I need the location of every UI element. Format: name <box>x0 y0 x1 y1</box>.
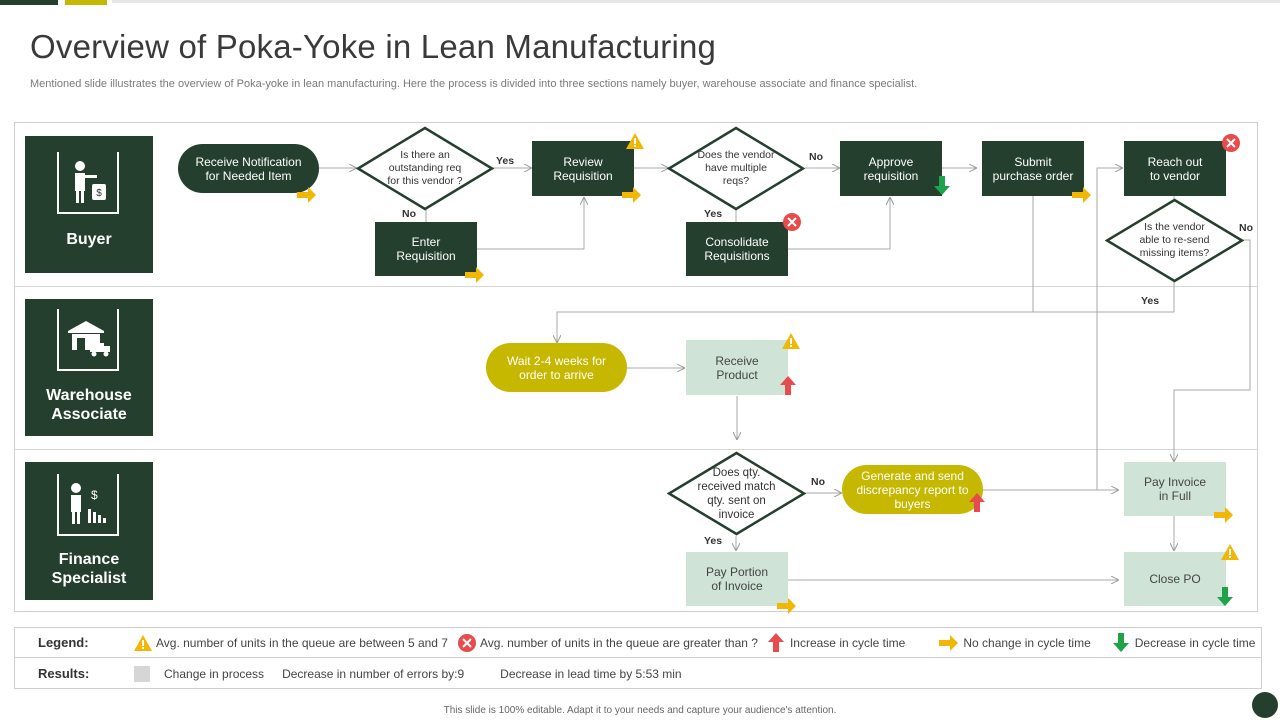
node-receive-notification: Receive Notification for Needed Item <box>178 144 319 193</box>
decision-resend-text: Is the vendor able to re-send missing it… <box>1139 221 1210 259</box>
edge-label-no: No <box>811 476 825 488</box>
warehouse-truck-icon <box>57 309 119 371</box>
legend-box <box>14 627 1262 689</box>
decision-qty-match: Does qty. received match qty. sent on in… <box>667 451 806 536</box>
legend-text: Avg. number of units in the queue are gr… <box>479 635 758 650</box>
top-accent-olive <box>65 0 107 5</box>
up-arrow-icon <box>969 493 985 512</box>
legend-divider <box>14 657 1262 658</box>
top-accent-line <box>112 0 1280 3</box>
edge-label-yes: Yes <box>1141 295 1160 307</box>
node-receive-product: Receive Product <box>686 340 788 395</box>
node-close-po: Close PO <box>1124 552 1226 606</box>
decision-qty-match-text: Does qty. received match qty. sent on in… <box>697 467 776 521</box>
down-arrow-icon <box>1217 587 1233 606</box>
decision-vendor-multiple: Does the vendor have multiple reqs? <box>667 126 805 211</box>
results-row: Results: Change in process Decrease in n… <box>14 658 1262 689</box>
edge-label-yes: Yes <box>704 208 723 220</box>
lane-label-buyer: Buyer <box>66 231 112 248</box>
lane-label-warehouse: Warehouse Associate <box>25 386 153 424</box>
legend-text: Avg. number of units in the queue are be… <box>156 635 448 650</box>
node-pay-full: Pay Invoice in Full <box>1124 462 1226 516</box>
lane-warehouse: Warehouse Associate <box>25 299 153 436</box>
results-text: Decrease in number of errors by:9 <box>282 666 465 681</box>
edge-label-no: No <box>402 208 416 220</box>
lane-label-finance: Finance Specialist <box>25 550 153 588</box>
legend-text: Decrease in cycle time <box>1134 635 1256 650</box>
warning-triangle-icon <box>134 634 152 651</box>
node-consolidate: Consolidate Requisitions <box>686 222 788 276</box>
right-arrow-icon <box>777 598 796 614</box>
footer-note: This slide is 100% editable. Adapt it to… <box>443 705 837 716</box>
svg-text:$: $ <box>91 488 98 502</box>
right-arrow-icon <box>939 634 959 651</box>
page-title: Overview of Poka-Yoke in Lean Manufactur… <box>30 28 717 65</box>
person-dollar-chart-icon: $ <box>57 474 119 536</box>
node-reach-out: Reach out to vendor <box>1124 141 1226 196</box>
error-circle-icon <box>457 633 476 652</box>
decision-outstanding-req: Is there an outstanding req for this ven… <box>356 126 494 211</box>
person-shopping-bag-icon: $ <box>57 152 119 214</box>
warning-triangle-icon <box>1221 544 1239 560</box>
lane-label-warehouse-text: Warehouse Associate <box>46 387 132 423</box>
results-text: Change in process <box>164 666 265 681</box>
lane-label-finance-text: Finance Specialist <box>51 551 127 587</box>
node-discrepancy: Generate and send discrepancy report to … <box>842 465 983 514</box>
error-circle-icon <box>1222 134 1240 152</box>
change-swatch <box>134 665 150 682</box>
decision-outstanding-req-text: Is there an outstanding req for this ven… <box>387 149 463 187</box>
node-pay-portion: Pay Portion of Invoice <box>686 552 788 606</box>
results-text: Decrease in lead time by 5:53 min <box>500 666 682 681</box>
warning-triangle-icon <box>626 133 644 149</box>
legend-text: Increase in cycle time <box>789 635 906 650</box>
decision-resend: Is the vendor able to re-send missing it… <box>1105 198 1244 283</box>
node-approve: Approve requisition <box>840 141 942 196</box>
up-arrow-icon <box>767 633 784 652</box>
edge-label-no: No <box>1239 222 1253 234</box>
legend-text: No change in cycle time <box>963 635 1091 650</box>
right-arrow-icon <box>1072 187 1091 203</box>
lane-buyer: $ Buyer <box>25 136 153 273</box>
lane-divider <box>14 449 1258 450</box>
right-arrow-icon <box>622 187 641 203</box>
error-circle-icon <box>783 213 801 231</box>
node-review-requisition: Review Requisition <box>532 141 634 196</box>
node-wait: Wait 2-4 weeks for order to arrive <box>486 343 627 392</box>
lane-finance: $ Finance Specialist <box>25 462 153 600</box>
lane-divider <box>14 286 1258 287</box>
diagram-frame <box>14 122 1258 612</box>
down-arrow-icon <box>1112 633 1129 652</box>
right-arrow-icon <box>297 187 316 203</box>
right-arrow-icon <box>465 267 484 283</box>
results-label: Results: <box>38 666 90 681</box>
node-submit-po: Submit purchase order <box>982 141 1084 196</box>
right-arrow-icon <box>1214 507 1233 523</box>
legend-row: Legend: Avg. number of units in the queu… <box>14 627 1262 658</box>
node-enter-requisition: Enter Requisition <box>375 222 477 276</box>
decision-vendor-multiple-text: Does the vendor have multiple reqs? <box>697 149 775 187</box>
top-accent-dark <box>0 0 58 5</box>
edge-label-no: No <box>809 151 823 163</box>
up-arrow-icon <box>780 376 796 395</box>
edge-label-yes: Yes <box>704 535 723 547</box>
warning-triangle-icon <box>782 333 800 349</box>
down-arrow-icon <box>934 176 950 195</box>
legend-label: Legend: <box>38 635 89 650</box>
edge-label-yes: Yes <box>496 155 515 167</box>
svg-text:$: $ <box>96 188 102 199</box>
corner-dot <box>1252 692 1278 718</box>
page-subtitle: Mentioned slide illustrates the overview… <box>30 78 918 90</box>
